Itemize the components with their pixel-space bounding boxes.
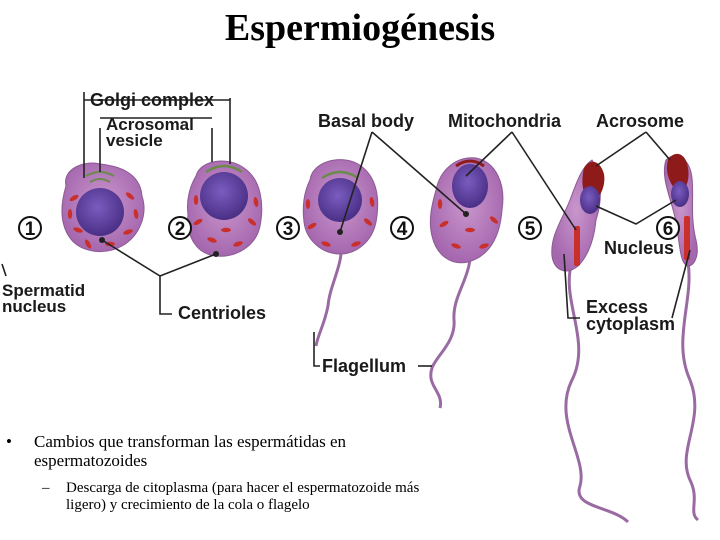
stage-number-6: 6: [656, 216, 680, 240]
page-title: Espermiogénesis: [224, 7, 496, 49]
stage-number-1: 1: [18, 216, 42, 240]
label-nucleus: Nucleus: [604, 238, 674, 258]
nucleus-6: [671, 181, 689, 207]
label-golgi-complex: Golgi complex: [90, 90, 214, 110]
leader-lines: [1, 92, 691, 367]
nucleus-1: [76, 188, 124, 236]
flagella: [314, 235, 700, 524]
stage-number-2: 2: [168, 216, 192, 240]
bullet-sub: – Descarga de citoplasma (para hacer el …: [0, 480, 520, 514]
stage-numbers: 1 2 3 4 5 6: [18, 216, 680, 240]
svg-text:1: 1: [25, 219, 36, 240]
stage-number-5: 5: [518, 216, 542, 240]
label-basal-body: Basal body: [318, 111, 414, 131]
bullet-list: • Cambios que transforman las espermátid…: [0, 432, 520, 514]
stage-number-4: 4: [390, 216, 414, 240]
nucleus-3: [318, 178, 362, 222]
cell-stage-5: [551, 159, 605, 272]
cell-stage-1: [61, 162, 145, 253]
label-spermatid-line1: Spermatid: [2, 281, 85, 300]
bullet-sub-line2: ligero) y crecimiento de la cola o flage…: [66, 497, 310, 513]
cell-stage-6: [663, 153, 698, 267]
flagellum-5: [564, 261, 630, 524]
label-excess-line1: Excess: [586, 297, 648, 317]
flagellum-4: [429, 237, 472, 409]
label-centrioles: Centrioles: [178, 303, 266, 323]
bullet-main-line1: Cambios que transforman las espermátidas…: [34, 432, 347, 451]
svg-text:6: 6: [663, 219, 674, 240]
svg-text:5: 5: [525, 219, 536, 240]
cell-stage-2: [187, 160, 263, 257]
cell-stage-4: [429, 157, 504, 264]
flagellum-3: [314, 235, 343, 347]
label-acrosome: Acrosome: [596, 111, 684, 131]
nucleus-2: [200, 172, 248, 220]
bullet-main-line2: espermatozoides: [34, 451, 148, 470]
bullet-sub-line1: Descarga de citoplasma (para hacer el es…: [66, 480, 420, 496]
svg-text:3: 3: [283, 219, 294, 240]
label-mitochondria: Mitochondria: [448, 111, 562, 131]
cell-stage-3: [302, 159, 379, 255]
stage-number-3: 3: [276, 216, 300, 240]
nucleus-4: [452, 164, 488, 208]
bullet-dash: –: [42, 480, 50, 496]
label-acrosomal-line2: vesicle: [106, 131, 163, 150]
label-acrosomal-line1: Acrosomal: [106, 115, 194, 134]
svg-text:4: 4: [397, 219, 408, 240]
label-spermatid-line2: nucleus: [2, 297, 66, 316]
bullet-main: • Cambios que transforman las espermátid…: [0, 432, 520, 470]
flagellum-6: [681, 261, 700, 522]
bullet-dot: •: [6, 432, 12, 451]
label-excess-line2: cytoplasm: [586, 314, 675, 334]
svg-text:2: 2: [175, 219, 186, 240]
label-flagellum: Flagellum: [322, 356, 406, 376]
nucleus-5: [580, 186, 600, 214]
mitochondria-1: [67, 192, 139, 249]
